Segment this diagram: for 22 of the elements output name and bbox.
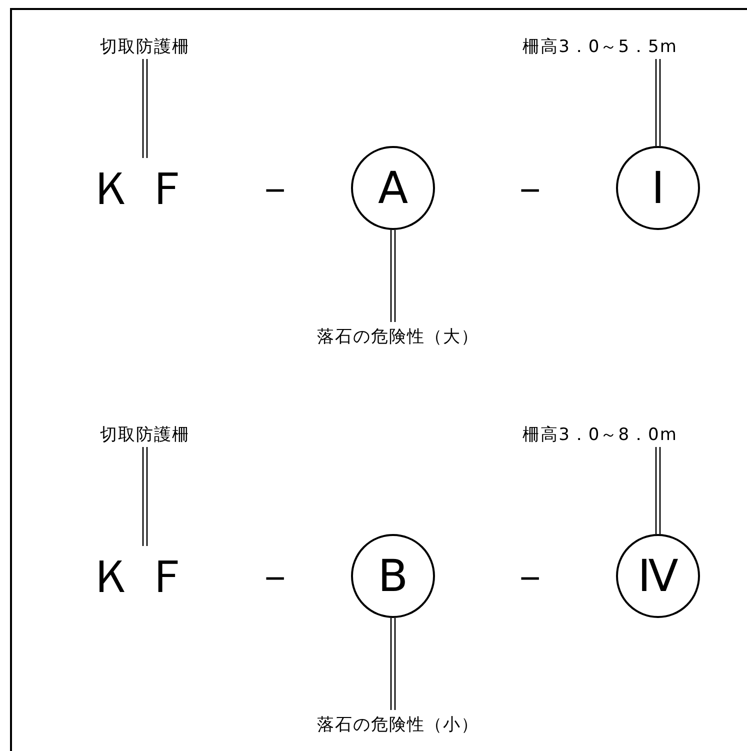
- dash-text: －: [510, 168, 550, 208]
- leader-line: [142, 446, 148, 547]
- circled-letter: A: [351, 146, 435, 230]
- annotation-text: 切取防護柵: [70, 33, 220, 59]
- annotation-text: 落石の危険性（小）: [283, 710, 513, 738]
- leader-line: [655, 446, 661, 535]
- circled-numeral: Ⅳ: [616, 534, 700, 618]
- dash-text: －: [510, 556, 550, 596]
- leader-line: [142, 58, 148, 159]
- leader-line: [390, 229, 396, 323]
- annotation-text: 柵高3．0～5．5m: [455, 33, 745, 59]
- dash-text: －: [255, 556, 295, 596]
- circled-letter: B: [351, 534, 435, 618]
- annotation-text: 切取防護柵: [70, 421, 220, 447]
- code-text: ＫＦ: [90, 546, 200, 608]
- dash-text: －: [255, 168, 295, 208]
- circled-numeral: Ⅰ: [616, 146, 700, 230]
- annotation-text: 落石の危険性（大）: [283, 322, 513, 350]
- code-text: ＫＦ: [90, 158, 200, 220]
- leader-line: [655, 58, 661, 147]
- annotation-text: 柵高3．0～8．0m: [455, 421, 745, 447]
- leader-line: [390, 617, 396, 711]
